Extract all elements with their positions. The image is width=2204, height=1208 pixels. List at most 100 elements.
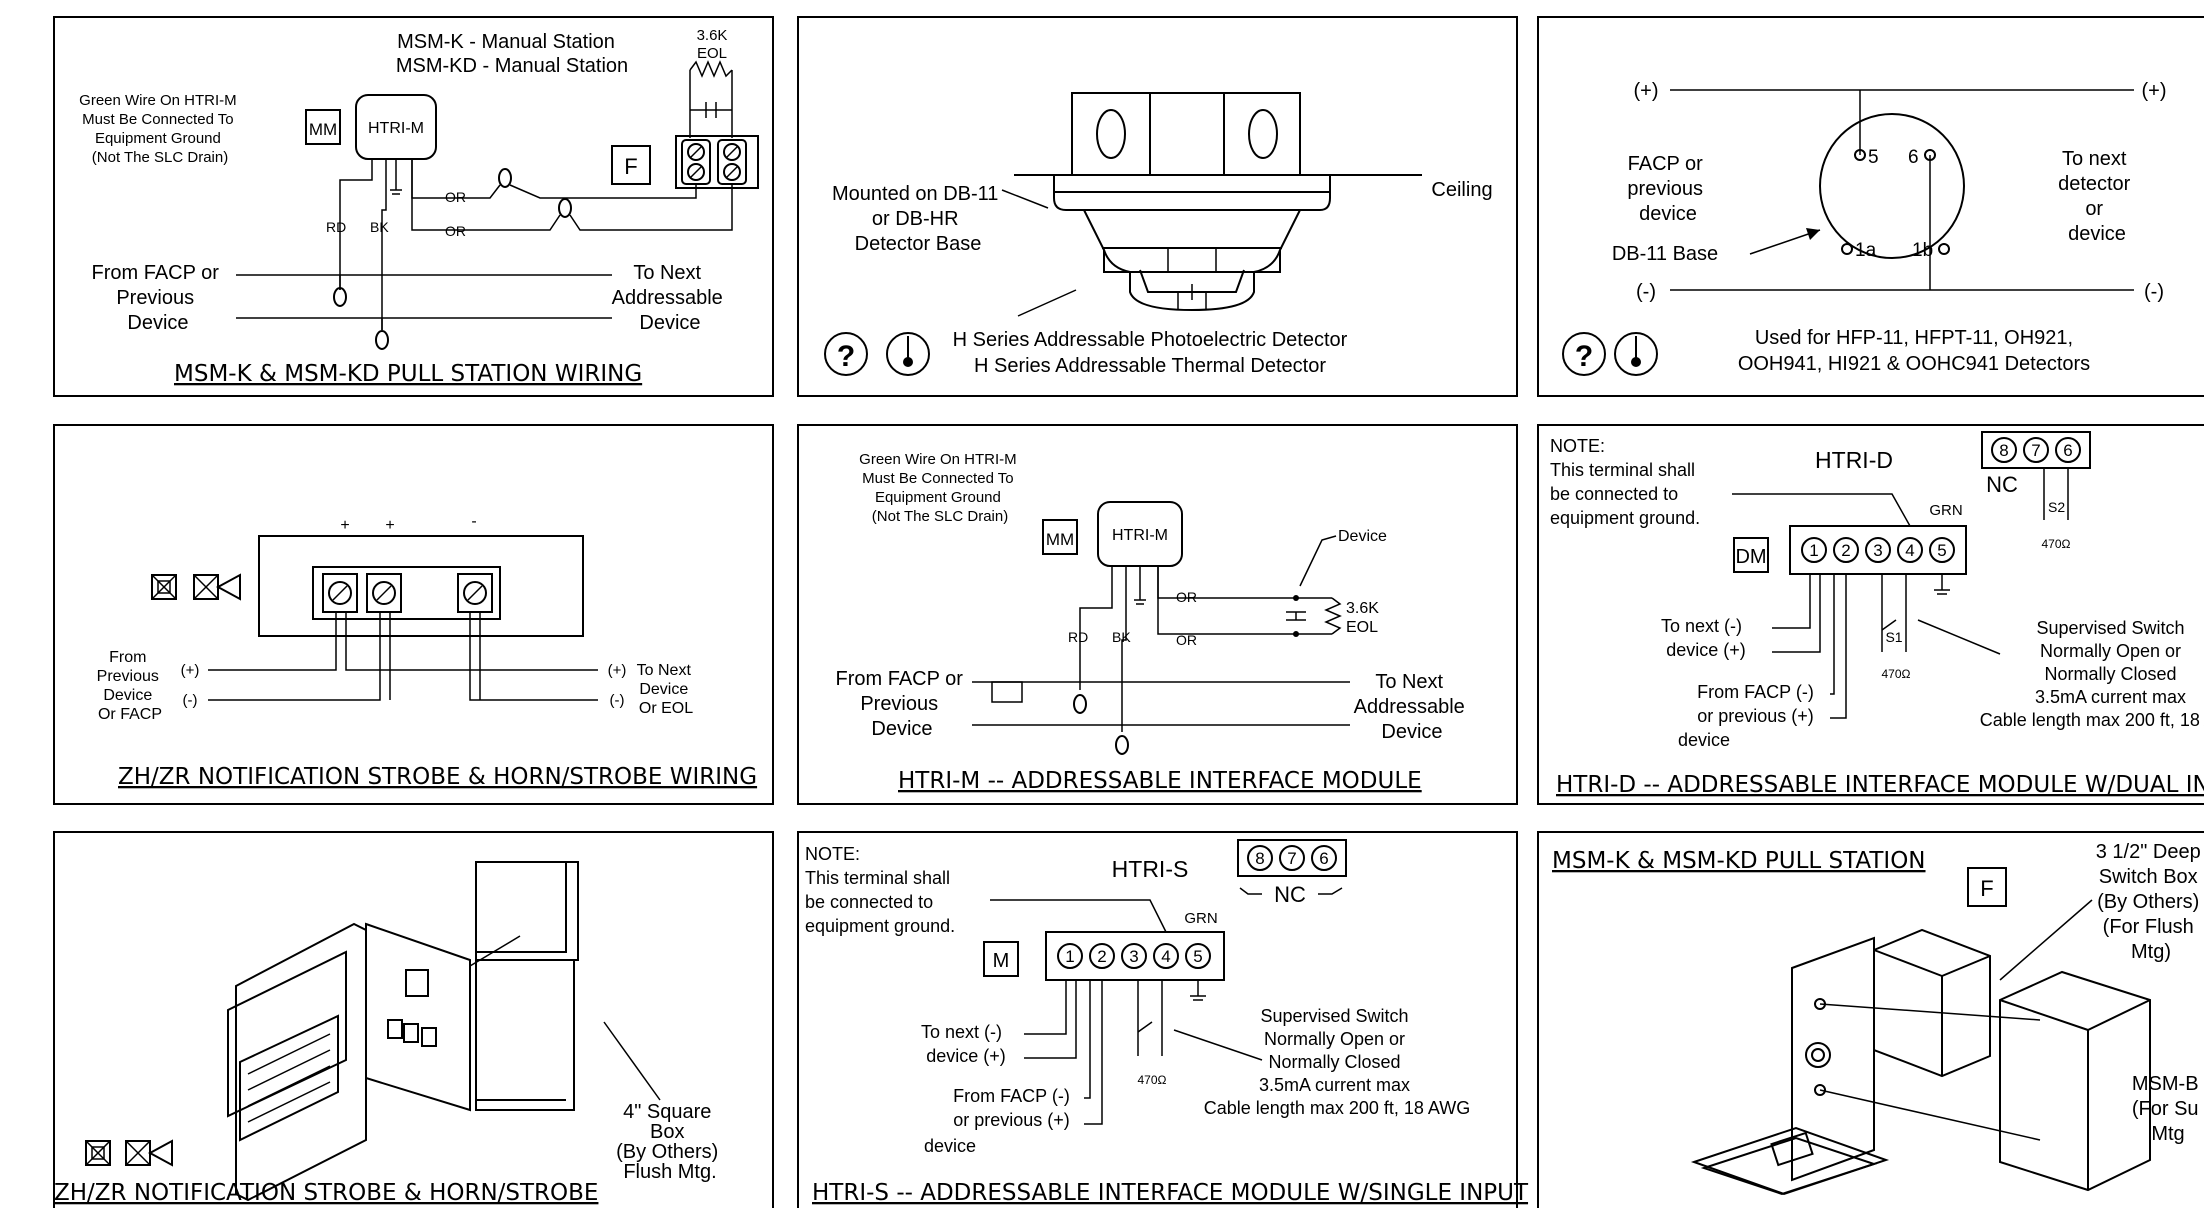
db11-base-circle [1819, 113, 1965, 259]
svg-text:(-): (-) [1636, 281, 1656, 303]
surface-box [1999, 970, 2151, 1192]
switch-box-text: 3 1/2" Deep Switch Box (By Others) (For … [2096, 841, 2204, 963]
svg-text:3.6K: 3.6K [1346, 600, 1379, 617]
to-next-text: To Next Addressable Device [1354, 671, 1471, 743]
photo-detector-symbol-icon: ? [1562, 332, 1606, 376]
facp-text: FACP or previous device [1627, 153, 1708, 225]
mounting-plate [365, 922, 471, 1112]
eol-resistor [1324, 597, 1342, 635]
surface-box-text: MSM-B (For Su Mtg [2132, 1073, 2204, 1145]
ground-note: NOTE: This terminal shall be connected t… [1550, 436, 1700, 528]
strobe-mounting-drawing: 4" Square Box (By Others) Flush Mtg. ZH/… [54, 861, 724, 1206]
svg-text:(+): (+) [608, 662, 627, 679]
mm-box [1042, 519, 1078, 555]
svg-text:(+): (+) [2142, 80, 2167, 102]
htri-s-diagram: NOTE: This terminal shall be connected t… [805, 839, 1529, 1206]
from-facp-text: From FACP or Previous Device [836, 668, 969, 740]
photo-detector-desc: H Series Addressable Photoelectric Detec… [953, 329, 1348, 351]
svg-text:5: 5 [1868, 147, 1879, 168]
relay-terminals [1981, 431, 2091, 469]
from-facp-text: From FACP (-) or previous (+) device [1678, 682, 1819, 750]
ceiling-label: Ceiling [1431, 179, 1492, 201]
msmk-label: MSM-K - Manual Station [397, 31, 615, 53]
db11-base-wiring: (+) (+) (-) (-) 5 6 1a 1b FACP or previo… [1562, 80, 2167, 376]
svg-text:S2: S2 [2048, 499, 2065, 515]
to-next-device-text: To Next Device Or EOL [637, 662, 696, 717]
svg-text:1: 1 [1809, 541, 1818, 560]
svg-text:NC: NC [1986, 472, 2018, 497]
svg-text:3: 3 [1129, 947, 1138, 966]
svg-text:HTRI-D: HTRI-D [1815, 447, 1893, 473]
svg-text:1a: 1a [1855, 240, 1877, 261]
svg-text:5: 5 [1193, 947, 1202, 966]
svg-text:MM: MM [1046, 530, 1074, 549]
svg-text:+: + [340, 517, 349, 534]
svg-text:(-): (-) [2144, 281, 2164, 303]
svg-text:1b: 1b [1912, 240, 1933, 261]
to-next-detector-text: To next detector or device [2058, 148, 2136, 245]
panel-h-series-detector [797, 16, 1518, 397]
eol-label: EOL [697, 45, 727, 62]
svg-text:470Ω: 470Ω [1882, 667, 1911, 681]
msmkd-label: MSM-KD - Manual Station [396, 55, 628, 77]
svg-text:470Ω: 470Ω [1138, 1073, 1167, 1087]
svg-text:RD: RD [326, 219, 346, 235]
switch-box [1873, 928, 1991, 1078]
htri-s-terminals [1045, 931, 1225, 981]
htri-d-diagram: NOTE: This terminal shall be connected t… [1550, 431, 2204, 798]
dm-box [1733, 537, 1769, 573]
panel-title: HTRI-D -- ADDRESSABLE INTERFACE MODULE W… [1556, 772, 2204, 798]
svg-text:HTRI-M: HTRI-M [1112, 527, 1168, 544]
leader-line [1001, 189, 1049, 209]
panel-htri-d [1537, 424, 2204, 805]
green-wire-note: Green Wire On HTRI-M Must Be Connected T… [859, 451, 1021, 525]
strobe-wiring-diagram: + + - From Previous Device Or FACP (+) (… [97, 513, 757, 790]
svg-text:F: F [624, 154, 637, 179]
htri-d-terminals [1789, 525, 1967, 575]
svg-text:(+): (+) [181, 662, 200, 679]
svg-text:8: 8 [1255, 849, 1264, 868]
square-box [475, 861, 579, 961]
wire-nut [558, 198, 572, 218]
wire-nut [498, 168, 512, 188]
leader-line [1017, 289, 1077, 317]
terminal-strip [312, 566, 501, 620]
f-box [1967, 867, 2007, 907]
thermal-detector-symbol-icon [1614, 332, 1658, 376]
panel-pull-station-mounting [1537, 831, 2204, 1208]
svg-text:6: 6 [1908, 147, 1919, 168]
detector-head [1083, 209, 1301, 312]
thermal-detector-symbol-icon [886, 332, 930, 376]
svg-text:?: ? [1575, 340, 1593, 373]
svg-text:HTRI-S: HTRI-S [1112, 856, 1189, 882]
svg-text:7: 7 [2031, 441, 2040, 460]
panel-title: ZH/ZR NOTIFICATION STROBE & HORN/STROBE … [118, 764, 757, 790]
svg-text:(+): (+) [1634, 80, 1659, 102]
strobe-symbol-icon [151, 574, 177, 600]
svg-text:3: 3 [1873, 541, 1882, 560]
pull-station-mounting: MSM-K & MSM-KD PULL STATION F 3 1/2" Dee… [1552, 841, 2204, 1196]
terminal-numbers: 1 2 3 4 5 [1057, 943, 1211, 969]
svg-text:OR: OR [1176, 632, 1197, 648]
svg-text:4: 4 [1161, 947, 1170, 966]
svg-text:+: + [385, 517, 394, 534]
panel-db11-base [1537, 16, 2204, 397]
strobe-lens [239, 1014, 339, 1142]
svg-text:S1: S1 [1885, 629, 1902, 645]
svg-text:2: 2 [1841, 541, 1850, 560]
svg-text:8: 8 [1999, 441, 2008, 460]
svg-text:?: ? [837, 340, 855, 373]
svg-text:EOL: EOL [1346, 619, 1378, 636]
from-facp-text: From FACP or Previous Device [92, 262, 225, 334]
pull-station-cover [1690, 1126, 1890, 1196]
panel-title: HTRI-M -- ADDRESSABLE INTERFACE MODULE [898, 768, 1422, 794]
svg-text:6: 6 [2063, 441, 2072, 460]
svg-text:4: 4 [1905, 541, 1914, 560]
slc-loop [991, 681, 1023, 703]
square-box-text: 4" Square Box (By Others) Flush Mtg. [616, 1101, 724, 1183]
device-label: Device [1338, 528, 1387, 545]
relay-terminals [1237, 839, 1347, 877]
terminal-block [675, 135, 759, 189]
strobe-symbol-icon [85, 1140, 111, 1166]
